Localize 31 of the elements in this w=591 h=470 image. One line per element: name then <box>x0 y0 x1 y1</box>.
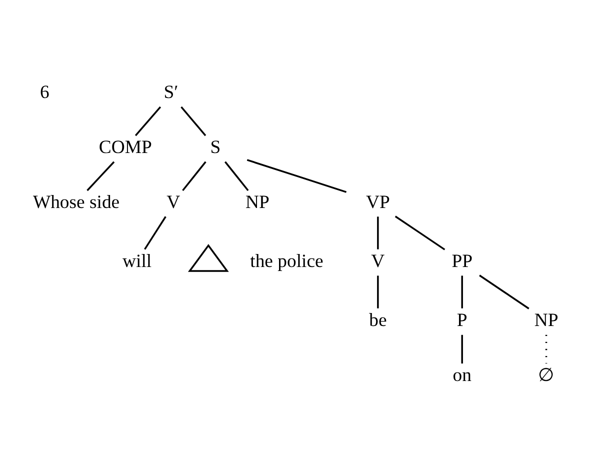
node-triangle <box>188 244 229 272</box>
node-text: COMP <box>98 136 152 158</box>
connector <box>180 106 206 136</box>
node-text: the police <box>250 250 324 272</box>
connector <box>182 161 206 192</box>
connector <box>461 334 463 364</box>
node-text: NP <box>534 310 558 331</box>
node-text: Whose side <box>32 192 120 213</box>
connector <box>86 161 115 192</box>
connector <box>377 216 379 250</box>
node-text: S′ <box>164 82 178 103</box>
node-text: VP <box>366 192 390 213</box>
node-text: NP <box>246 192 270 213</box>
node-text: will <box>122 250 152 272</box>
node-text: P <box>456 310 468 331</box>
connector <box>461 276 463 308</box>
connector <box>394 216 446 250</box>
node-text: PP <box>452 250 472 272</box>
connector <box>479 274 530 310</box>
node-text: on <box>452 364 472 386</box>
node-text: V <box>166 192 180 213</box>
connector <box>246 159 347 193</box>
connector <box>377 276 379 308</box>
node-text: S <box>210 136 221 158</box>
node-text: ∅ <box>538 364 555 386</box>
connector <box>144 216 166 250</box>
label: 6 <box>40 82 50 103</box>
connector <box>224 161 249 192</box>
connector <box>134 106 162 136</box>
node-text: be <box>369 310 387 331</box>
node-text: V <box>371 250 385 272</box>
